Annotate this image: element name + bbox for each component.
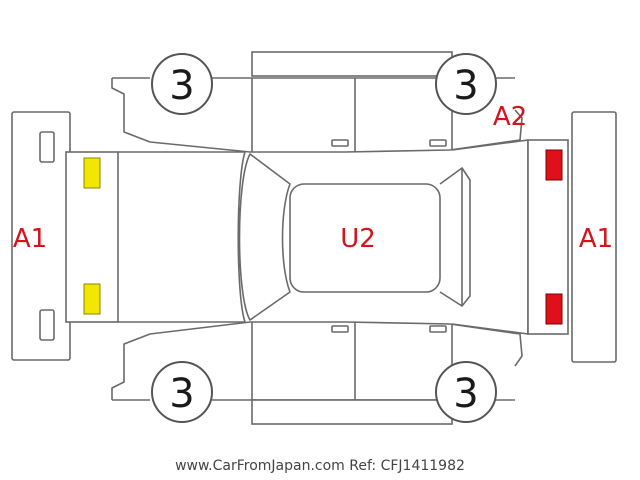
rear-bumper-code: A1	[579, 224, 613, 254]
roof-code: U2	[340, 224, 376, 254]
rear-left-marker	[545, 149, 563, 181]
footer-reference: www.CarFromJapan.com Ref: CFJ1411982	[175, 458, 465, 474]
tire-rear-right-label: 3	[453, 371, 478, 417]
tire-front-right: 3	[151, 361, 213, 423]
cabin	[238, 153, 471, 321]
front-right-light-outline	[39, 309, 55, 341]
tire-rear-left-label: 3	[453, 63, 478, 109]
rear-right-marker	[545, 293, 563, 325]
top-side-outline	[111, 77, 523, 153]
rear-corner-code: A2	[493, 102, 527, 132]
tire-front-left-label: 3	[169, 63, 194, 109]
front-bumper-code: A1	[13, 224, 47, 254]
bottom-doors	[251, 322, 453, 425]
front-right-marker	[83, 283, 101, 315]
roof-panel	[289, 183, 441, 293]
tire-front-right-label: 3	[169, 371, 194, 417]
tire-rear-right: 3	[435, 361, 497, 423]
tire-front-left: 3	[151, 53, 213, 115]
front-left-marker	[83, 157, 101, 189]
top-doors	[251, 51, 453, 152]
front-left-light-outline	[39, 131, 55, 163]
tire-rear-left: 3	[435, 53, 497, 115]
rear-bumper	[571, 111, 617, 363]
